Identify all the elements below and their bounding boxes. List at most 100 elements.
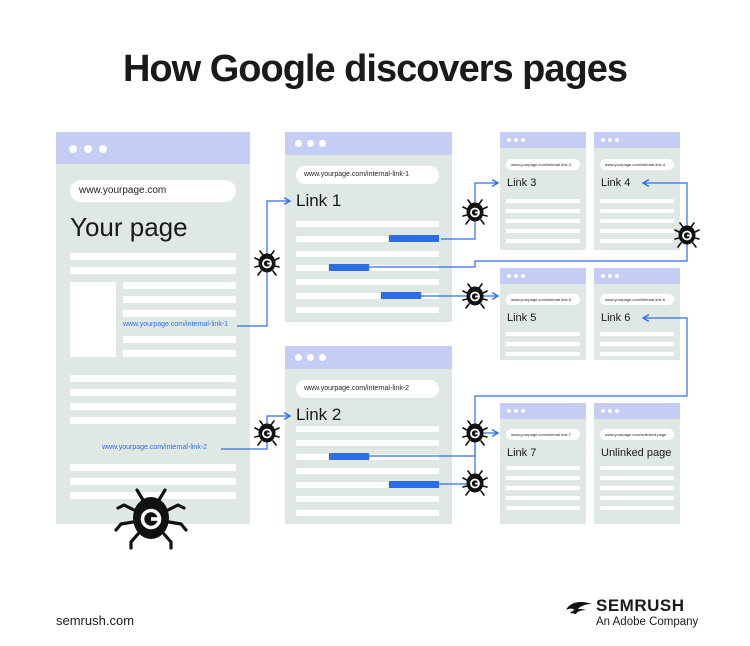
your-page-mockup: www.yourpage.com Your page www.yourpage.… bbox=[56, 132, 250, 524]
google-crawler-bug-icon bbox=[462, 283, 488, 309]
text-line bbox=[370, 265, 439, 271]
text-line bbox=[370, 454, 439, 460]
text-line bbox=[600, 466, 674, 470]
text-line bbox=[70, 464, 236, 471]
image-placeholder bbox=[70, 282, 116, 357]
text-line bbox=[506, 352, 580, 356]
text-line bbox=[600, 476, 674, 480]
text-line bbox=[506, 506, 580, 510]
text-line bbox=[123, 282, 236, 289]
text-line bbox=[296, 251, 439, 257]
window-dot bbox=[521, 138, 525, 142]
text-line bbox=[70, 417, 236, 424]
browser-bar bbox=[285, 346, 452, 369]
window-dot bbox=[601, 274, 605, 278]
text-line bbox=[506, 219, 580, 223]
window-dot bbox=[514, 274, 518, 278]
text-line bbox=[506, 476, 580, 480]
google-crawler-bug-icon bbox=[674, 222, 700, 248]
text-line bbox=[296, 265, 328, 271]
text-line bbox=[296, 440, 439, 446]
link-5-page-mockup: www.yourpage.com/internal-link-5 Link 5 bbox=[500, 268, 586, 360]
text-line bbox=[600, 219, 674, 223]
text-line bbox=[70, 478, 236, 485]
google-crawler-bug-icon bbox=[462, 199, 488, 225]
text-line bbox=[296, 496, 439, 502]
text-line bbox=[123, 310, 236, 317]
window-dot bbox=[601, 138, 605, 142]
text-line bbox=[506, 209, 580, 213]
link-4-anchor[interactable] bbox=[329, 264, 369, 271]
text-line bbox=[296, 279, 439, 285]
footer-site[interactable]: semrush.com bbox=[56, 613, 135, 628]
window-dot bbox=[615, 409, 619, 413]
text-line bbox=[296, 293, 380, 299]
google-crawler-bug-icon bbox=[114, 488, 188, 550]
text-line bbox=[296, 454, 328, 460]
page-heading: Link 1 bbox=[296, 191, 342, 210]
window-dot bbox=[84, 145, 92, 153]
window-dot bbox=[608, 409, 612, 413]
internal-link-1-anchor[interactable]: www.yourpage.com/internal-link-1 bbox=[123, 321, 229, 328]
text-line bbox=[506, 342, 580, 346]
text-line bbox=[600, 199, 674, 203]
text-line bbox=[506, 332, 580, 336]
window-dot bbox=[507, 274, 511, 278]
window-dot bbox=[601, 409, 605, 413]
window-dot bbox=[608, 274, 612, 278]
window-dot bbox=[307, 140, 314, 147]
page-heading: Unlinked page bbox=[601, 447, 672, 459]
link-5-anchor[interactable] bbox=[381, 292, 421, 299]
text-line bbox=[506, 239, 580, 243]
text-line bbox=[600, 209, 674, 213]
link-2-page-mockup: www.yourpage.com/internal-link-2 Link 2 bbox=[285, 346, 452, 524]
google-crawler-bug-icon bbox=[254, 420, 280, 446]
browser-bar bbox=[500, 268, 586, 284]
text-line bbox=[600, 506, 674, 510]
window-dot bbox=[608, 138, 612, 142]
address-bar: www.yourpage.com/internal-link-6 bbox=[600, 294, 674, 305]
window-dot bbox=[295, 140, 302, 147]
text-line bbox=[600, 496, 674, 500]
link-7-anchor[interactable] bbox=[329, 453, 369, 460]
browser-bar bbox=[594, 132, 680, 148]
text-line bbox=[70, 492, 236, 499]
address-bar: www.yourpage.com/internal-link-1 bbox=[296, 166, 439, 184]
text-line bbox=[600, 352, 674, 356]
semrush-fire-icon bbox=[566, 602, 592, 614]
text-line bbox=[506, 486, 580, 490]
page-heading: Link 5 bbox=[507, 312, 537, 324]
text-line bbox=[70, 403, 236, 410]
text-line bbox=[296, 482, 388, 488]
window-dot bbox=[507, 138, 511, 142]
brand-subtitle: An Adobe Company bbox=[596, 616, 699, 628]
link-7-page-mockup: www.yourpage.com/internal-link-7 Link 7 bbox=[500, 403, 586, 524]
browser-bar bbox=[500, 403, 586, 419]
address-bar: www.yourpage.com/unlinked-page bbox=[600, 429, 674, 440]
diagram-title: How Google discovers pages bbox=[122, 48, 628, 90]
address-bar: www.yourpage.com/internal-link-5 bbox=[506, 294, 580, 305]
link-4-page-mockup: www.yourpage.com/internal-link-4 Link 4 bbox=[594, 132, 680, 250]
window-dot bbox=[69, 145, 77, 153]
text-line bbox=[600, 332, 674, 336]
address-bar: www.yourpage.com/internal-link-4 bbox=[600, 159, 674, 170]
browser-bar bbox=[594, 403, 680, 419]
internal-link-2-anchor[interactable]: www.yourpage.com/internal-link-2 bbox=[102, 444, 208, 451]
google-crawler-bug-icon bbox=[254, 250, 280, 276]
connector-link-6 bbox=[389, 314, 688, 485]
page-heading: Link 6 bbox=[601, 312, 631, 324]
brand-name: SEMRUSH bbox=[596, 596, 685, 615]
browser-bar bbox=[285, 132, 452, 155]
window-dot bbox=[507, 409, 511, 413]
link-3-anchor[interactable] bbox=[389, 235, 439, 242]
address-bar: www.yourpage.com/internal-link-7 bbox=[506, 429, 580, 440]
text-line bbox=[600, 486, 674, 490]
text-line bbox=[296, 426, 439, 432]
window-dot bbox=[521, 274, 525, 278]
semrush-logo: SEMRUSH An Adobe Company bbox=[564, 596, 704, 632]
window-dot bbox=[319, 140, 326, 147]
text-line bbox=[70, 389, 236, 396]
window-dot bbox=[514, 409, 518, 413]
connector-link-4 bbox=[369, 179, 688, 268]
